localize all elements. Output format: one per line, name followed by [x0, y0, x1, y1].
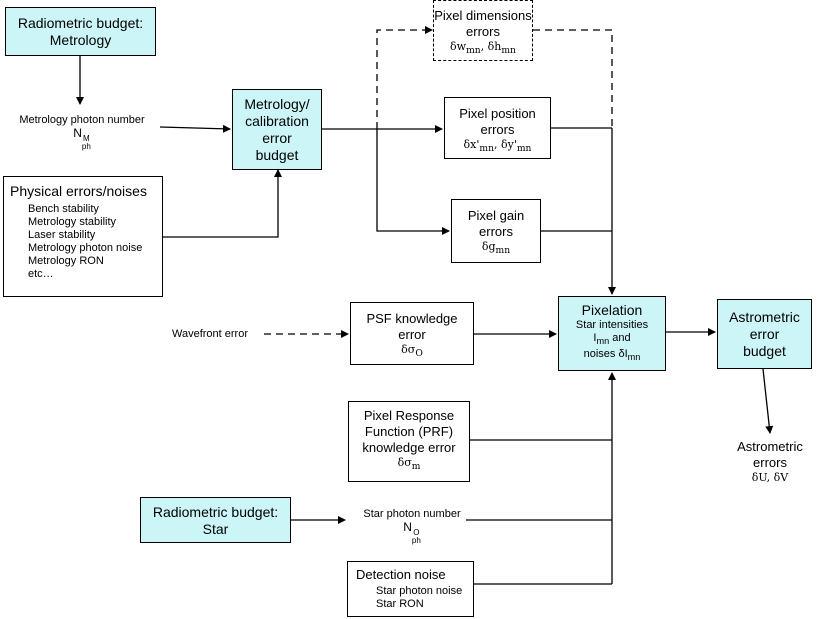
- arrow-calibration-to-gain: [376, 129, 450, 235]
- detection-noise-box: Detection noise Star photon noise Star R…: [347, 561, 474, 617]
- pixel-position-line-2: errors: [480, 122, 515, 137]
- metrology-calibration-box: Metrology/ calibration error budget: [232, 89, 322, 170]
- physical-item: Metrology photon noise: [28, 242, 143, 254]
- physical-item: Metrology RON: [28, 255, 104, 267]
- calibration-line-3: error: [262, 130, 292, 146]
- astrometric-errors-line-2: errors: [753, 455, 787, 470]
- astrometric-errors-line-1: Astrometric: [737, 439, 803, 454]
- pixelation-title: Pixelation: [581, 302, 643, 318]
- radiometric-metrology-line-1: Radiometric budget:: [17, 15, 144, 31]
- detection-noise-item: Star RON: [376, 598, 424, 610]
- line-dimensions-out: [533, 29, 613, 128]
- physical-item: Laser stability: [28, 229, 96, 241]
- radiometric-star-line-2: Star: [202, 521, 229, 537]
- pixelation-line-1: Star intensities: [575, 319, 649, 331]
- astrometric-budget-line-3: budget: [743, 343, 786, 359]
- psf-knowledge-box: PSF knowledge error δσO: [350, 302, 474, 365]
- astrometric-budget-line-2: error: [749, 326, 780, 342]
- radiometric-budget-star-box: Radiometric budget: Star: [140, 497, 291, 543]
- astrometric-errors-symbol: δU, δV: [751, 471, 789, 484]
- astrometric-budget-line-1: Astrometric: [729, 309, 800, 325]
- pixel-gain-symbol: δgmn: [481, 240, 511, 257]
- physical-item: Metrology stability: [28, 216, 117, 228]
- physical-errors-title: Physical errors/noises: [10, 183, 147, 199]
- physical-item: etc…: [28, 268, 54, 280]
- calibration-line-1: Metrology/: [244, 96, 310, 112]
- pixelation-line-3: noises δImn: [583, 348, 641, 363]
- pixel-dimensions-line-2: errors: [466, 24, 500, 39]
- metrology-photon-text: Metrology photon number: [19, 114, 145, 126]
- radiometric-metrology-line-2: Metrology: [49, 32, 112, 48]
- physical-errors-box: Physical errors/noises Bench stability M…: [3, 176, 163, 297]
- pixel-position-symbol: δx'mn, δy'mn: [463, 138, 532, 155]
- star-photon-text: Star photon number: [363, 508, 461, 520]
- arrow-photon-to-calibration: [159, 124, 231, 133]
- detection-noise-title: Detection noise: [356, 567, 446, 582]
- pixel-gain-line-2: errors: [479, 224, 513, 239]
- pixel-dimensions-box: Pixel dimensions errors δwmn, δhmn: [433, 0, 533, 61]
- psf-line-2: error: [398, 327, 426, 342]
- detection-noise-item: Star photon noise: [376, 585, 463, 597]
- arrow-physical-to-calibration: [163, 169, 282, 238]
- pixel-dimensions-symbol: δwmn, δhmn: [450, 40, 516, 57]
- physical-item: Bench stability: [28, 203, 99, 215]
- prf-line-2: Function (PRF): [364, 424, 454, 439]
- pixel-position-box: Pixel position errors δx'mn, δy'mn: [444, 97, 551, 159]
- wavefront-error-label: Wavefront error: [172, 328, 249, 340]
- astrometric-budget-box: Astrometric error budget: [717, 299, 812, 369]
- radiometric-star-line-1: Radiometric budget:: [152, 504, 279, 520]
- astrometric-errors-label: Astrometric errors δU, δV: [725, 439, 815, 484]
- prf-line-1: Pixel Response: [363, 408, 455, 423]
- arrow-calibration-to-dimensions: [376, 26, 433, 129]
- calibration-line-4: budget: [255, 147, 299, 163]
- arrow-astrometric-to-errors: [762, 368, 774, 434]
- prf-symbol: δσm: [397, 456, 421, 473]
- psf-symbol: δσO: [401, 343, 423, 360]
- pixelation-line-2: Imn and: [593, 332, 631, 347]
- radiometric-budget-metrology-box: Radiometric budget: Metrology: [5, 7, 156, 56]
- psf-line-1: PSF knowledge: [366, 311, 458, 326]
- pixel-dimensions-line-1: Pixel dimensions: [434, 8, 532, 23]
- prf-knowledge-box: Pixel Response Function (PRF) knowledge …: [348, 401, 470, 482]
- pixel-position-line-1: Pixel position: [459, 106, 536, 121]
- pixelation-box: Pixelation Star intensities Imn and nois…: [558, 296, 666, 371]
- calibration-line-2: calibration: [245, 113, 309, 129]
- pixel-gain-box: Pixel gain errors δgmn: [451, 199, 541, 263]
- pixel-gain-line-1: Pixel gain: [467, 208, 525, 223]
- prf-line-3: knowledge error: [362, 440, 456, 455]
